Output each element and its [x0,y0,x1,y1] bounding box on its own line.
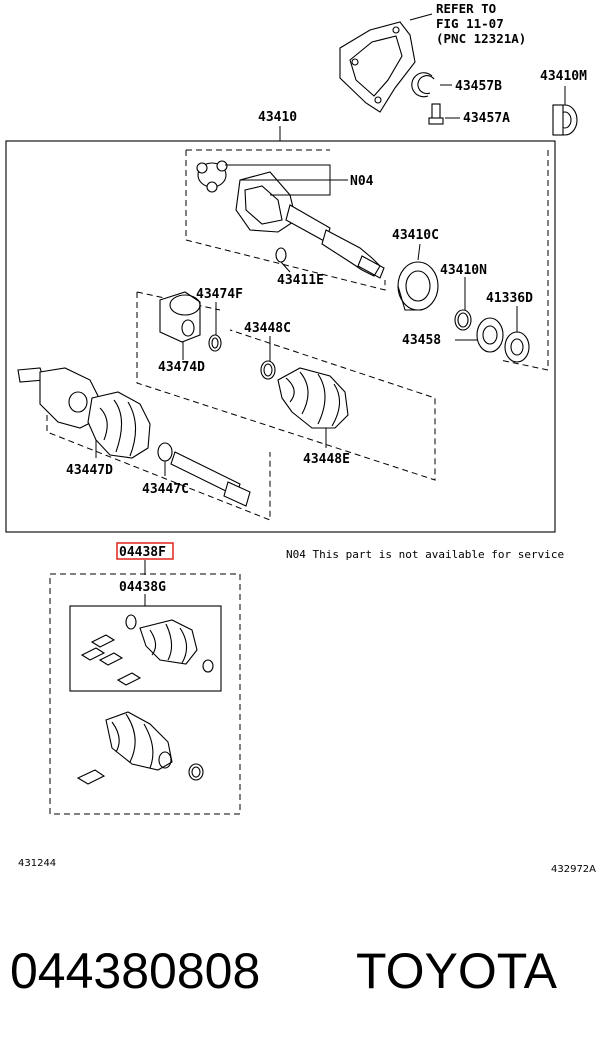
part-label-43411e[interactable]: 43411E [277,273,324,288]
figure-code-left: 431244 [18,858,56,869]
damper-43474d-drawing [159,291,201,360]
part-label-43457b[interactable]: 43457B [455,79,502,94]
bearing-43410c-drawing [397,243,439,311]
clamp-43474f-drawing [208,302,222,352]
reference-note-line2: FIG 11-07 [436,16,504,31]
boot-kit-inner-box [69,605,222,692]
tripod-joint-n04-drawing [196,160,228,193]
part-label-43474d[interactable]: 43474D [158,360,205,375]
main-assembly-frame [5,140,556,533]
part-label-43457a[interactable]: 43457A [463,111,510,126]
boot-kit-inner-drawing [80,614,214,686]
bolt-43457a-drawing [428,103,460,125]
snap-ring-43457b-drawing [411,72,452,98]
reference-note-line3: (PNC 12321A) [436,31,526,46]
part-label-43448c[interactable]: 43448C [244,321,291,336]
housing-bracket-drawing [339,13,433,113]
reference-note: REFER TO FIG 11-07 (PNC 12321A) [436,1,526,46]
figure-code-right: 432972A [551,864,596,875]
part-label-43448e[interactable]: 43448E [303,452,350,467]
reference-note-line1: REFER TO [436,1,496,16]
boot-kit-outer-box [49,573,241,815]
main-assembly-label[interactable]: 43410 [258,110,297,125]
part-label-43447d[interactable]: 43447D [66,463,113,478]
boot-kit-outer-drawing [76,711,204,785]
boot-kit-label[interactable]: 04438F [119,545,166,560]
bearing-43458-drawing [455,317,504,353]
highlight-box [116,542,174,560]
part-label-43410n[interactable]: 43410N [440,263,487,278]
part-label-43410m[interactable]: 43410M [540,69,587,84]
footer-brand: TOYOTA [356,943,558,999]
part-label-43458[interactable]: 43458 [402,333,441,348]
washer-43411e-drawing [275,247,291,273]
snap-ring-43410n-drawing [454,277,472,331]
part-label-43474f[interactable]: 43474F [196,287,243,302]
outer-joint-housing-drawing [235,171,385,279]
availability-note: N04 This part is not available for servi… [286,548,564,561]
footer-part-number: 044380808 [10,943,260,999]
boot-kit-sub-label[interactable]: 04438G [119,580,166,595]
part-label-41336d[interactable]: 41336D [486,291,533,306]
outer-joint-group-box [185,150,386,291]
part-label-43447c[interactable]: 43447C [142,482,189,497]
part-label-43410c[interactable]: 43410C [392,228,439,243]
inner-joint-43447d-drawing [17,367,151,459]
part-label-n04[interactable]: N04 [350,174,374,189]
shaft-43447c-drawing [157,442,251,507]
oil-seal-43410m-drawing [552,86,578,136]
boot-43448e-drawing [277,367,349,448]
dust-seal-41336d-drawing [504,306,530,363]
clamp-43448c-drawing [260,336,276,380]
